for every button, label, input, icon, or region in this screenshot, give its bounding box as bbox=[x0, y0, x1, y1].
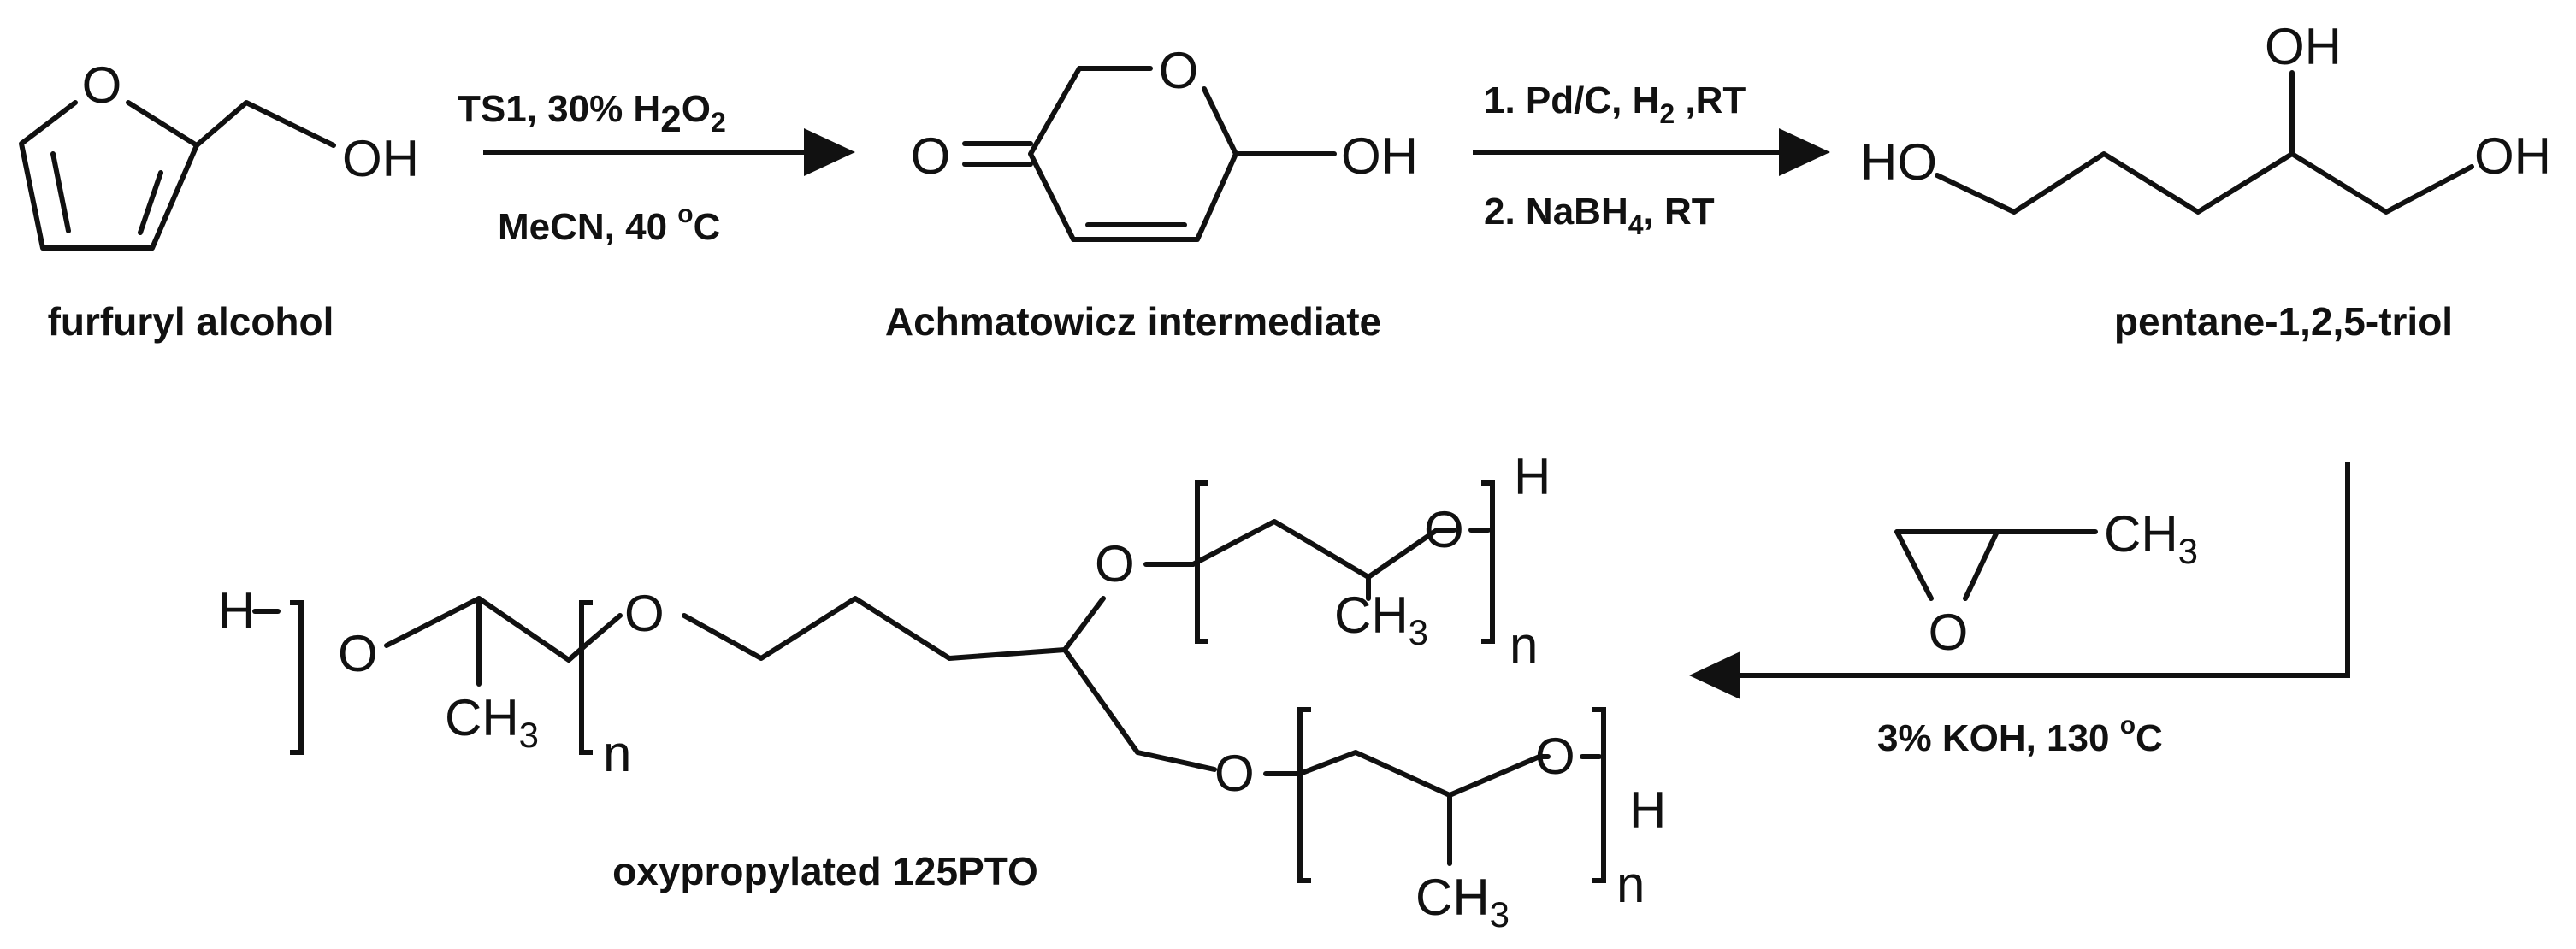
left-ether-oxygen: O bbox=[624, 585, 665, 642]
propylene-oxide-structure: O CH3 bbox=[1894, 505, 2198, 661]
furfuryl-ring-oxygen: O bbox=[82, 56, 122, 114]
furfuryl-alcohol-label: furfuryl alcohol bbox=[48, 299, 334, 344]
reaction-arrow-step1: TS1, 30% H2O2 MeCN, 40 oC bbox=[458, 88, 855, 248]
top-ether-oxygen: O bbox=[1095, 535, 1135, 592]
epoxide-methyl: CH3 bbox=[2104, 505, 2198, 571]
top-chain-oxygen: O bbox=[1424, 501, 1464, 558]
oxypropylated-pto-structure: H O CH3 n O O CH3 O H n O CH3 O bbox=[218, 448, 1666, 934]
achmatowicz-keto-oxygen: O bbox=[911, 127, 951, 185]
reaction-arrow-step3: O CH3 3% KOH, 130 oC bbox=[1689, 462, 2350, 759]
triol-label: pentane-1,2,5-triol bbox=[2114, 299, 2453, 344]
achmatowicz-label: Achmatowicz intermediate bbox=[885, 299, 1381, 344]
furfuryl-alcohol-structure: O OH furfuryl alcohol bbox=[19, 56, 419, 344]
epoxide-oxygen: O bbox=[1929, 604, 1969, 661]
achmatowicz-ring-oxygen: O bbox=[1159, 42, 1199, 99]
left-chain-repeat-n: n bbox=[603, 725, 631, 782]
step3-conditions: 3% KOH, 130 oC bbox=[1877, 711, 2163, 759]
top-terminal-h: H bbox=[1514, 448, 1551, 505]
left-chain-methyl: CH3 bbox=[445, 689, 539, 755]
achmatowicz-structure: O O OH Achmatowicz intermediate bbox=[885, 42, 1418, 344]
bottom-chain-repeat-n: n bbox=[1616, 856, 1645, 913]
triol-c1-hydroxyl: HO bbox=[1860, 133, 1937, 191]
bottom-ether-oxygen: O bbox=[1214, 745, 1255, 802]
step2-reduction: 2. NaBH4, RT bbox=[1484, 191, 1715, 240]
top-chain-methyl: CH3 bbox=[1334, 586, 1428, 652]
achmatowicz-hydroxyl: OH bbox=[1341, 127, 1418, 185]
reaction-arrow-step2: 1. Pd/C, H2 ,RT 2. NaBH4, RT bbox=[1473, 80, 1830, 240]
bottom-chain-methyl: CH3 bbox=[1415, 869, 1510, 934]
pentane-triol-structure: HO OH OH pentane-1,2,5-triol bbox=[1860, 18, 2551, 344]
triol-c5-hydroxyl: OH bbox=[2474, 127, 2551, 185]
oxypropylated-label: oxypropylated 125PTO bbox=[612, 849, 1038, 893]
top-chain-repeat-n: n bbox=[1510, 616, 1538, 674]
triol-c2-hydroxyl: OH bbox=[2265, 18, 2342, 75]
bottom-chain-oxygen: O bbox=[1535, 728, 1575, 785]
step1-conditions: MeCN, 40 oC bbox=[498, 200, 720, 248]
step2-reagents: 1. Pd/C, H2 ,RT bbox=[1484, 80, 1746, 129]
furfuryl-hydroxyl: OH bbox=[342, 130, 419, 187]
left-chain-oxygen: O bbox=[338, 625, 378, 682]
bottom-terminal-h: H bbox=[1629, 781, 1666, 839]
left-terminal-h: H bbox=[218, 582, 255, 640]
step1-reagents: TS1, 30% H2O2 bbox=[458, 88, 726, 140]
